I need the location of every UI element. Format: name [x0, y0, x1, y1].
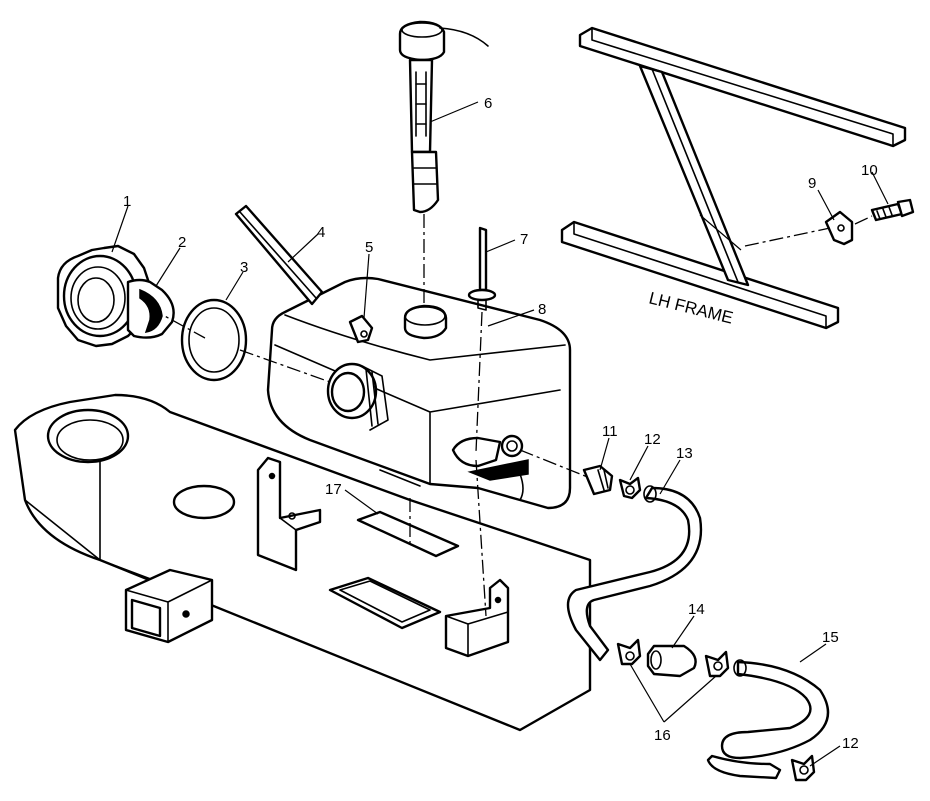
callout-7: 7 — [520, 231, 528, 248]
callout-13: 13 — [676, 445, 693, 462]
callout-4: 4 — [317, 224, 325, 241]
callout-5: 5 — [365, 239, 373, 256]
fuel-hose-lower — [720, 660, 830, 760]
callout-8: 8 — [538, 301, 546, 318]
callout-14: 14 — [688, 601, 705, 618]
vent-fitting — [348, 314, 374, 344]
gasket — [180, 298, 248, 382]
callout-15: 15 — [822, 629, 839, 646]
callout-3: 3 — [240, 259, 248, 276]
callout-12: 12 — [644, 431, 661, 448]
dipstick — [467, 226, 497, 311]
callout-16: 16 — [654, 727, 671, 744]
fuel-hose-upper — [566, 486, 703, 662]
fuel-filter — [646, 644, 697, 678]
hose-clamp-right — [704, 650, 730, 678]
callout-10: 10 — [861, 162, 878, 179]
frame-bracket — [824, 210, 854, 246]
callout-1: 1 — [123, 193, 131, 210]
hose-clamp-upper — [618, 476, 642, 500]
callout-12-lower: 12 — [842, 735, 859, 752]
outlet-fitting — [582, 464, 614, 496]
lh-frame — [560, 26, 907, 330]
fuel-sender — [398, 20, 489, 214]
left-mount-tab — [256, 456, 322, 572]
fuel-tank — [266, 276, 572, 510]
callout-2: 2 — [178, 234, 186, 251]
leader-lines — [111, 101, 889, 767]
hose-clamp-left — [616, 638, 642, 666]
callout-11: 11 — [602, 423, 618, 440]
callout-6: 6 — [484, 95, 492, 112]
hose-clamp-lower — [790, 754, 816, 782]
frame-bolt — [870, 198, 915, 222]
callout-17: 17 — [325, 481, 342, 498]
right-mount-tab — [444, 578, 510, 658]
callout-9: 9 — [808, 175, 816, 192]
